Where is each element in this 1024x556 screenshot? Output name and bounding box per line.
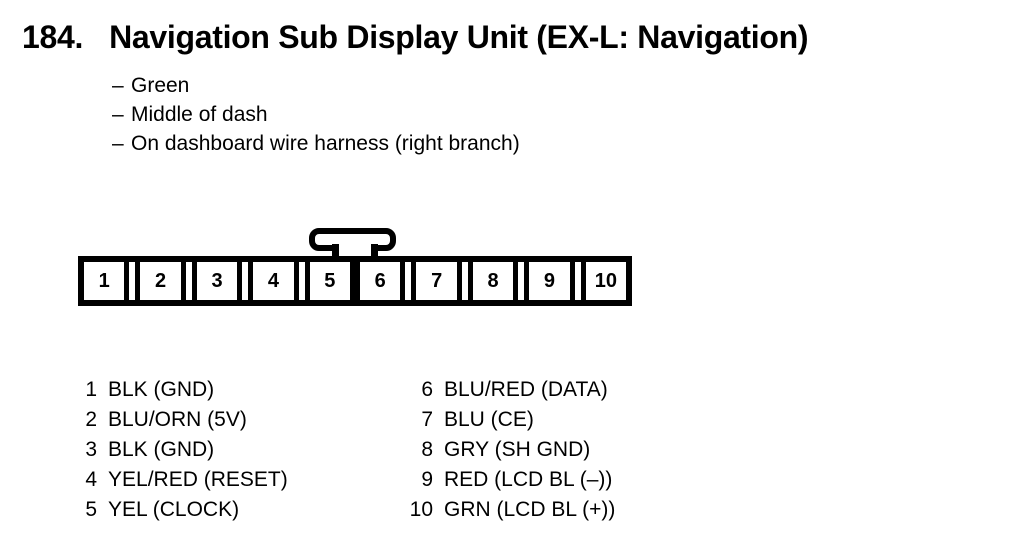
pin-label: GRY (SH GND) xyxy=(444,438,591,461)
dash-bullet: – xyxy=(112,74,124,97)
notes-list: – Green – Middle of dash – On dashboard … xyxy=(112,71,520,158)
pin-cell-6: 6 xyxy=(355,262,406,300)
pin-row: 1 BLK (GND) xyxy=(70,375,288,405)
pin-label: YEL/RED (RESET) xyxy=(108,468,288,491)
pin-number: 6 xyxy=(421,378,433,401)
page-title-text: Navigation Sub Display Unit (EX-L: Navig… xyxy=(109,19,809,55)
pin-row: 2 BLU/ORN (5V) xyxy=(70,405,288,435)
connector-body: 1 2 3 4 5 6 7 8 9 10 xyxy=(78,256,632,306)
pin-number: 7 xyxy=(421,408,433,431)
connector-latch-neck xyxy=(332,244,378,256)
pin-cell-5: 5 xyxy=(304,262,356,300)
pin-row: 8 GRY (SH GND) xyxy=(406,435,615,465)
note-text: On dashboard wire harness (right branch) xyxy=(131,132,520,155)
item-number: 184. xyxy=(22,19,84,55)
pin-cell-3: 3 xyxy=(191,262,243,300)
note-item: – Middle of dash xyxy=(112,100,520,129)
pinout-list-left: 1 BLK (GND) 2 BLU/ORN (5V) 3 BLK (GND) 4… xyxy=(70,375,288,525)
pin-label: GRN (LCD BL (+)) xyxy=(444,498,616,521)
pin-number: 10 xyxy=(409,498,433,521)
pin-number: 4 xyxy=(85,468,97,491)
pin-number: 2 xyxy=(85,408,97,431)
pin-row: 3 BLK (GND) xyxy=(70,435,288,465)
pin-label: BLU/ORN (5V) xyxy=(108,408,247,431)
connector-diagram: 1 2 3 4 5 6 7 8 9 10 xyxy=(78,228,632,306)
dash-bullet: – xyxy=(112,132,124,155)
pin-row: 9 RED (LCD BL (–)) xyxy=(406,465,615,495)
note-item: – On dashboard wire harness (right branc… xyxy=(112,129,520,158)
pin-row: 4 YEL/RED (RESET) xyxy=(70,465,288,495)
pin-cell-10: 10 xyxy=(580,262,627,300)
pin-cell-8: 8 xyxy=(467,262,519,300)
note-text: Middle of dash xyxy=(131,103,268,126)
pin-label: RED (LCD BL (–)) xyxy=(444,468,613,491)
pin-number: 5 xyxy=(85,498,97,521)
pin-row: 6 BLU/RED (DATA) xyxy=(406,375,615,405)
pin-label: BLU (CE) xyxy=(444,408,534,431)
note-item: – Green xyxy=(112,71,520,100)
pin-number: 8 xyxy=(421,438,433,461)
pin-cell-2: 2 xyxy=(135,262,186,300)
pin-label: BLK (GND) xyxy=(108,438,215,461)
pin-cell-4: 4 xyxy=(248,262,299,300)
pin-cell-1: 1 xyxy=(84,262,130,300)
pin-cell-7: 7 xyxy=(411,262,462,300)
dash-bullet: – xyxy=(112,103,124,126)
pin-number: 9 xyxy=(421,468,433,491)
pin-label: BLU/RED (DATA) xyxy=(444,378,608,401)
pin-label: BLK (GND) xyxy=(108,378,215,401)
pin-row: 10 GRN (LCD BL (+)) xyxy=(406,495,616,525)
pin-label: YEL (CLOCK) xyxy=(108,498,240,521)
pin-cell-9: 9 xyxy=(524,262,575,300)
pin-row: 7 BLU (CE) xyxy=(406,405,615,435)
pinout-list-right: 6 BLU/RED (DATA) 7 BLU (CE) 8 GRY (SH GN… xyxy=(406,375,616,525)
pin-row: 5 YEL (CLOCK) xyxy=(70,495,288,525)
page-title: 184. Navigation Sub Display Unit (EX-L: N… xyxy=(22,19,809,56)
note-text: Green xyxy=(131,74,190,97)
pin-number: 1 xyxy=(85,378,97,401)
pin-number: 3 xyxy=(85,438,97,461)
